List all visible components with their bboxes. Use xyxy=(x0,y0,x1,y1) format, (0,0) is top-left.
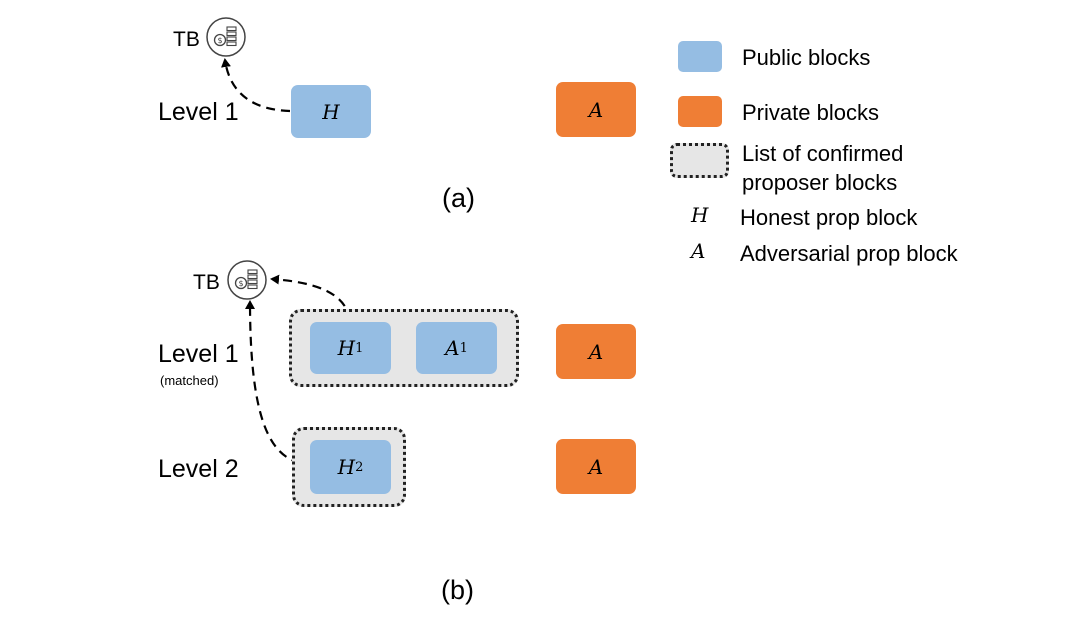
caption-a: (a) xyxy=(442,183,475,213)
h2-base: H xyxy=(337,455,356,479)
adversarial-block-b-level1: A xyxy=(556,324,636,379)
honest-block-a: H xyxy=(291,85,371,138)
adversarial-block-b-level2: A xyxy=(556,439,636,494)
adversarial-block-a: A xyxy=(556,82,636,137)
arrow-h2-to-tb xyxy=(245,300,301,465)
h1-sub: 1 xyxy=(355,340,364,356)
legend-private-swatch xyxy=(678,96,722,127)
legend-adversarial-label: Adversarial prop block xyxy=(740,241,958,266)
coin-stack-icon xyxy=(206,17,246,57)
legend-honest-label: Honest prop block xyxy=(740,205,918,230)
legend-public-label: Public blocks xyxy=(742,45,871,70)
legend-confirmed-swatch xyxy=(670,143,729,178)
level-1-label-b: Level 1 xyxy=(158,340,239,368)
a1-sub: 1 xyxy=(459,340,468,356)
arrow-h1-to-tb xyxy=(270,274,352,321)
tb-label-a: TB xyxy=(173,28,200,51)
matched-note: (matched) xyxy=(160,373,219,388)
level-1-label-a: Level 1 xyxy=(158,98,239,126)
h2-sub: 2 xyxy=(355,459,364,475)
coin-stack-icon xyxy=(227,260,267,300)
h1-base: H xyxy=(337,336,356,360)
caption-b: (b) xyxy=(441,575,474,605)
legend-confirmed-line2: proposer blocks xyxy=(742,170,898,195)
legend-private-label: Private blocks xyxy=(742,100,879,125)
arrow-h-to-tb-a xyxy=(221,58,291,113)
level-2-label: Level 2 xyxy=(158,455,239,483)
legend-public-swatch xyxy=(678,41,722,72)
a1-base: A xyxy=(445,336,460,360)
legend-honest-symbol: H xyxy=(691,203,709,227)
legend-confirmed-line1: List of confirmed xyxy=(742,141,904,166)
tb-label-b: TB xyxy=(193,271,220,294)
legend-adversarial-symbol: A xyxy=(691,239,706,263)
